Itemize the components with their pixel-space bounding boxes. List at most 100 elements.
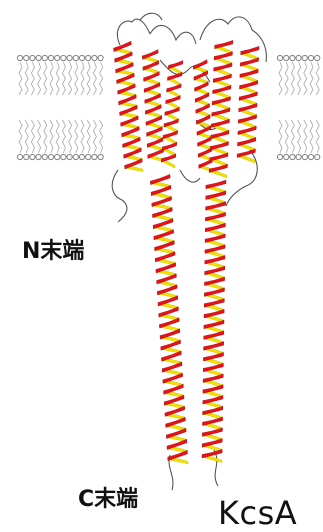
lipid-head: [98, 154, 103, 159]
tm-helix-left-inner: [142, 50, 164, 162]
lipid-tail: [19, 62, 22, 95]
lipid-leaflet-left-inner: [17, 120, 103, 160]
helix-front-segment: [238, 115, 256, 124]
helix-front-segment: [213, 74, 231, 82]
lipid-tail: [291, 120, 294, 153]
helix-front-segment: [212, 97, 230, 105]
helix-front-segment: [163, 131, 178, 139]
helix-front-segment: [210, 142, 228, 150]
lipid-head: [42, 55, 47, 60]
lipid-head: [277, 55, 282, 60]
lipid-tail: [81, 120, 84, 153]
lipid-head: [92, 154, 97, 159]
helix-front-segment: [214, 63, 232, 71]
lipid-head: [296, 55, 301, 60]
lipid-tail: [25, 120, 28, 153]
helix-front-segment: [211, 119, 229, 127]
lipid-head: [30, 154, 35, 159]
helix-front-segment: [237, 149, 255, 158]
lipid-head: [48, 55, 53, 60]
lipid-head: [92, 55, 97, 60]
helix-front-segment: [168, 61, 183, 69]
helix-front-segment: [237, 138, 255, 147]
lipid-head: [277, 154, 282, 159]
lipid-head: [86, 154, 91, 159]
lipid-head: [315, 154, 320, 159]
c-terminus-label: C末端: [78, 481, 138, 513]
lipid-tail: [93, 120, 96, 153]
loop-segment: [180, 170, 200, 182]
lipid-head: [24, 55, 29, 60]
helix-front-segment: [211, 130, 229, 138]
lipid-tail: [100, 120, 103, 153]
lipid-tail: [310, 120, 313, 153]
lipid-tail: [75, 62, 78, 95]
cytoplasmic-helix-left: [150, 174, 188, 463]
loop-segment: [112, 170, 127, 222]
lipid-tail: [69, 62, 72, 95]
lipid-tail: [285, 120, 288, 153]
lipid-head: [308, 154, 313, 159]
helix-front-segment: [209, 164, 227, 172]
helix-front-segment: [167, 84, 182, 92]
lipid-head: [61, 154, 66, 159]
lipid-tail: [75, 120, 78, 153]
helix-front-segment: [164, 119, 179, 127]
helix-front-segment: [166, 96, 181, 104]
loop-segment: [140, 13, 162, 20]
helix-front-segment: [210, 153, 228, 161]
lipid-tail: [31, 62, 34, 95]
lipid-tail: [279, 62, 282, 95]
loop-segment: [226, 150, 257, 206]
helix-front-segment: [240, 58, 258, 67]
lipid-membrane: [17, 55, 319, 159]
lipid-head: [315, 55, 320, 60]
lipid-tail: [50, 120, 53, 153]
lipid-head: [98, 55, 103, 60]
lipid-head: [73, 154, 78, 159]
lipid-head: [48, 154, 53, 159]
lipid-tail: [38, 120, 41, 153]
lipid-tail: [50, 62, 53, 95]
loop-segment: [150, 25, 196, 44]
helix-front-segment: [161, 154, 176, 162]
lipid-head: [86, 55, 91, 60]
lipid-tail: [44, 62, 47, 95]
lipid-tail: [87, 62, 90, 95]
lipid-tail: [19, 120, 22, 153]
lipid-tail: [87, 120, 90, 153]
tm-helix-center-right: [193, 60, 213, 172]
lipid-head: [290, 154, 295, 159]
lipid-head: [290, 55, 295, 60]
lipid-tail: [298, 120, 301, 153]
lipid-tail: [291, 62, 294, 95]
tm-helix-left-outer: [114, 41, 144, 171]
lipid-head: [296, 154, 301, 159]
loop-segment: [117, 19, 150, 45]
helix-front-segment: [241, 46, 259, 55]
helix-front-segment: [240, 69, 258, 78]
helix-front-segment: [162, 142, 177, 150]
lipid-head: [67, 55, 72, 60]
helix-front-segment: [215, 40, 233, 48]
loop-segment: [214, 450, 218, 486]
tm-helix-right-inner: [209, 40, 233, 177]
lipid-tail: [44, 120, 47, 153]
lipid-head: [302, 154, 307, 159]
lipid-tail: [93, 62, 96, 95]
lipid-head: [67, 154, 72, 159]
lipid-tail: [316, 62, 319, 95]
lipid-head: [55, 154, 60, 159]
tm-helix-right-outer: [237, 46, 259, 162]
lipid-head: [284, 55, 289, 60]
lipid-head: [42, 154, 47, 159]
lipid-head: [36, 55, 41, 60]
lipid-tail: [279, 120, 282, 153]
loop-segment: [200, 17, 252, 40]
lipid-leaflet-right-outer: [277, 55, 319, 95]
lipid-head: [30, 55, 35, 60]
lipid-head: [73, 55, 78, 60]
lipid-head: [284, 154, 289, 159]
protein-helices: [114, 40, 259, 463]
